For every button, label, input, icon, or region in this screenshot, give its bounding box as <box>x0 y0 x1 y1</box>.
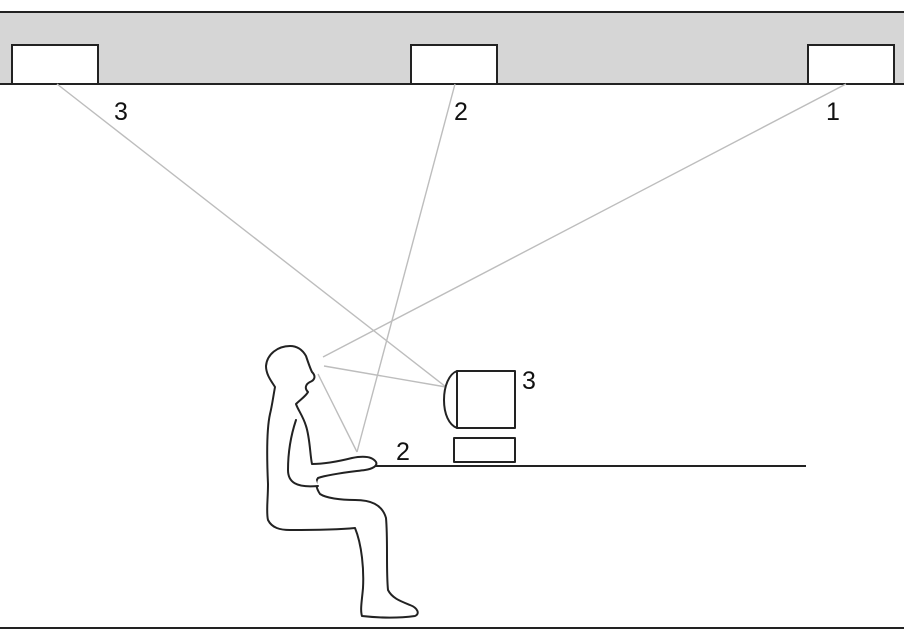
ceiling-light-1 <box>807 44 895 85</box>
ray-light-1-to-eye <box>322 83 847 358</box>
ray-light-3-to-screen <box>56 83 447 388</box>
monitor <box>443 370 516 463</box>
label-ceiling-light-2: 2 <box>454 98 468 126</box>
ray-screen-to-eye <box>323 365 447 388</box>
label-ceiling-light-3: 3 <box>114 98 128 126</box>
monitor-face <box>443 370 458 429</box>
person-body <box>265 345 419 619</box>
monitor-base <box>453 437 516 463</box>
ceiling-light-2 <box>410 44 498 85</box>
person-arm <box>287 419 319 488</box>
seated-person <box>265 345 419 619</box>
label-keyboard-reflection: 2 <box>396 438 410 466</box>
label-screen-reflection: 3 <box>522 367 536 395</box>
ceiling-light-3 <box>11 44 99 85</box>
ray-light-2-to-keyboard <box>356 83 456 453</box>
ray-keyboard-to-eye <box>317 373 358 453</box>
monitor-screen <box>456 370 516 429</box>
label-ceiling-light-1: 1 <box>826 98 840 126</box>
light-rays <box>56 83 847 453</box>
